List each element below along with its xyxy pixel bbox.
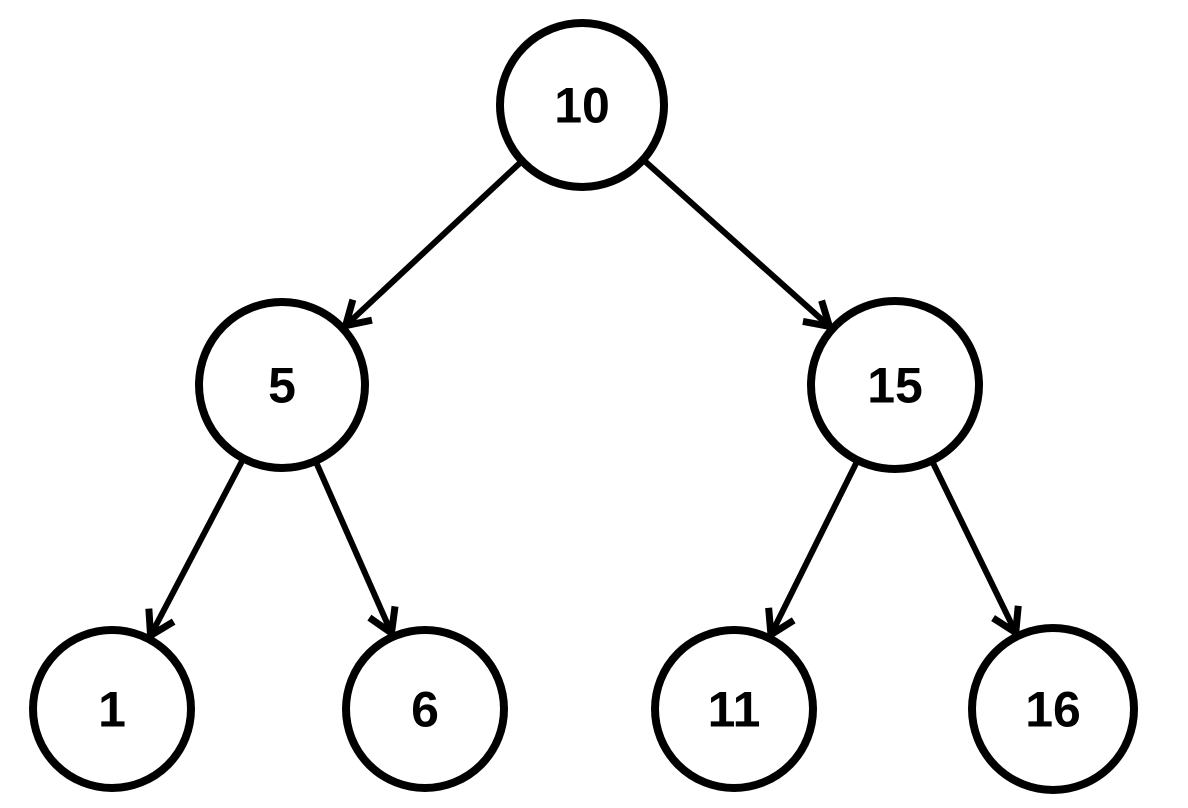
tree-edge-15-11	[765, 461, 859, 641]
tree-edge-10-15	[643, 159, 835, 331]
tree-edge-15-16	[930, 461, 1022, 639]
tree-node-label-11: 11	[708, 682, 761, 738]
tree-node-circle-16	[968, 624, 1138, 794]
tree-edge-10-5	[340, 160, 522, 331]
edges-layer	[145, 159, 1022, 642]
tree-node-circle-15	[807, 297, 983, 473]
tree-node-label-15: 15	[867, 358, 923, 414]
tree-edge-5-6	[313, 462, 399, 640]
tree-node-circle-11	[651, 626, 817, 792]
tree-node-circle-10	[496, 19, 668, 191]
tree-node-label-1: 1	[98, 682, 126, 738]
tree-node-label-16: 16	[1025, 682, 1081, 738]
tree-node-label-6: 6	[411, 682, 439, 738]
tree-node-circle-1	[29, 626, 195, 792]
tree-edge-5-1	[145, 459, 245, 642]
tree-node-circle-5	[195, 298, 369, 472]
tree-node-label-10: 10	[554, 78, 610, 134]
tree-node-circle-6	[342, 626, 508, 792]
tree-node-label-5: 5	[268, 358, 296, 414]
